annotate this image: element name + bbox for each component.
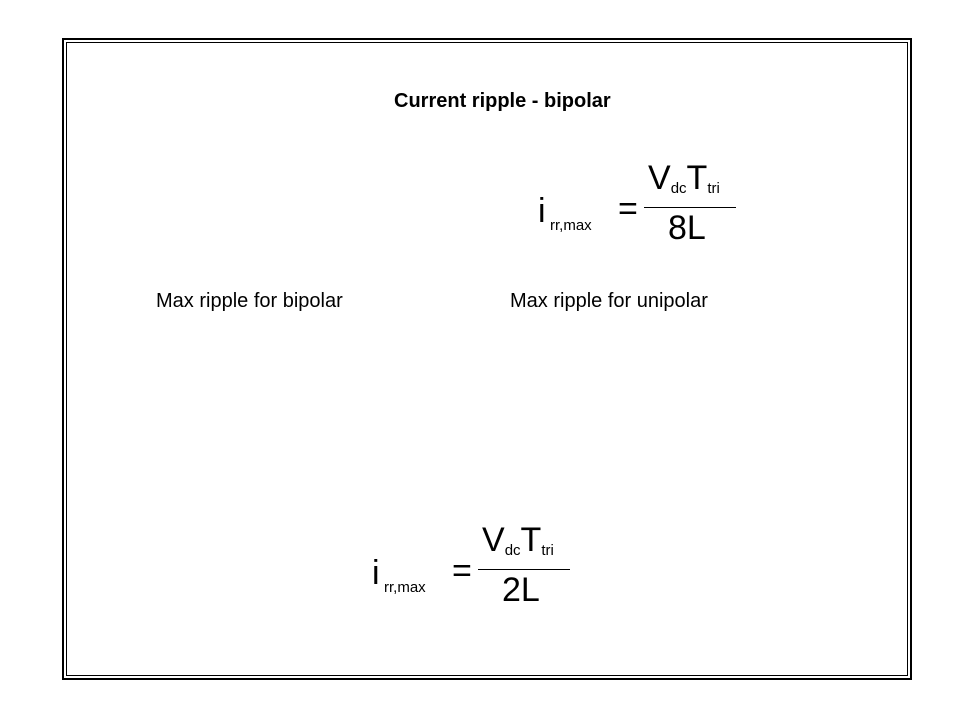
numerator-t-subscript: tri bbox=[707, 180, 720, 197]
lhs-subscript: rr,max bbox=[384, 579, 426, 596]
formula-denominator: 2L bbox=[502, 571, 540, 609]
formula-denominator: 8L bbox=[668, 209, 706, 247]
lhs-symbol: i bbox=[372, 554, 380, 592]
equals-sign: = bbox=[452, 552, 472, 590]
fraction-bar bbox=[478, 569, 570, 570]
slide-border-outer bbox=[62, 38, 912, 680]
slide-title: Current ripple - bipolar bbox=[394, 90, 611, 112]
caption-bipolar: Max ripple for bipolar bbox=[156, 290, 343, 312]
numerator-t: T bbox=[520, 521, 542, 559]
equals-sign: = bbox=[618, 190, 638, 228]
numerator-v-subscript: dc bbox=[504, 542, 521, 559]
formula-numerator: VdcTtri bbox=[648, 159, 720, 198]
fraction-bar bbox=[644, 207, 736, 208]
numerator-v: V bbox=[648, 159, 671, 197]
caption-unipolar: Max ripple for unipolar bbox=[510, 290, 708, 312]
lhs-symbol: i bbox=[538, 192, 546, 230]
numerator-v-subscript: dc bbox=[670, 180, 687, 197]
lhs-subscript: rr,max bbox=[550, 217, 592, 234]
formula-numerator: VdcTtri bbox=[482, 521, 554, 560]
numerator-t: T bbox=[686, 159, 708, 197]
slide-border-inner bbox=[66, 42, 908, 676]
numerator-v: V bbox=[482, 521, 505, 559]
numerator-t-subscript: tri bbox=[541, 542, 554, 559]
